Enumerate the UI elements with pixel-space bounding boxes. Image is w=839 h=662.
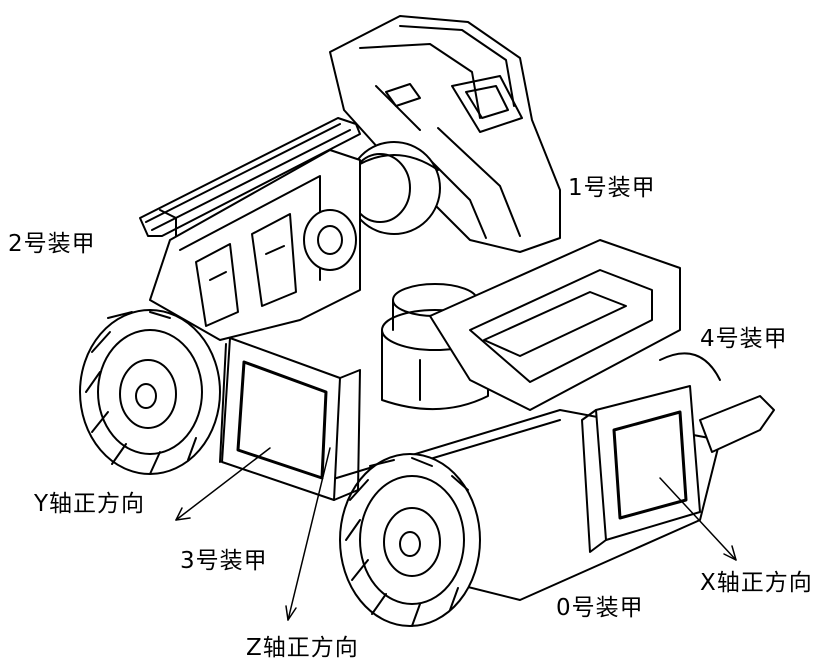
label-armor-3: 3号装甲 bbox=[180, 548, 268, 574]
rear-beam bbox=[139, 117, 361, 237]
wheel-rear-right bbox=[303, 209, 357, 271]
top-deck bbox=[429, 239, 681, 411]
armor-plate-0 bbox=[581, 385, 701, 553]
wheel-front-right bbox=[659, 352, 775, 453]
axis-x-arrow bbox=[659, 477, 737, 561]
label-armor-0: 0号装甲 bbox=[556, 595, 644, 621]
axis-arrows bbox=[175, 447, 737, 621]
label-armor-1: 1号装甲 bbox=[568, 175, 656, 201]
wheel-front-left bbox=[339, 453, 481, 627]
axis-z-arrow bbox=[287, 447, 331, 621]
axis-y-arrow bbox=[175, 447, 271, 521]
gimbal-camera bbox=[347, 141, 441, 235]
label-axis-y: Y轴正方向 bbox=[34, 491, 146, 517]
label-armor-2: 2号装甲 bbox=[8, 231, 96, 257]
label-armor-4: 4号装甲 bbox=[700, 326, 788, 352]
label-axis-x: X轴正方向 bbox=[700, 570, 813, 596]
gimbal-launcher bbox=[329, 15, 561, 253]
wheel-rear-left bbox=[79, 309, 221, 475]
label-axis-z: Z轴正方向 bbox=[246, 635, 359, 661]
armor-plate-3 bbox=[219, 337, 361, 501]
chassis-left-frame bbox=[149, 149, 361, 341]
